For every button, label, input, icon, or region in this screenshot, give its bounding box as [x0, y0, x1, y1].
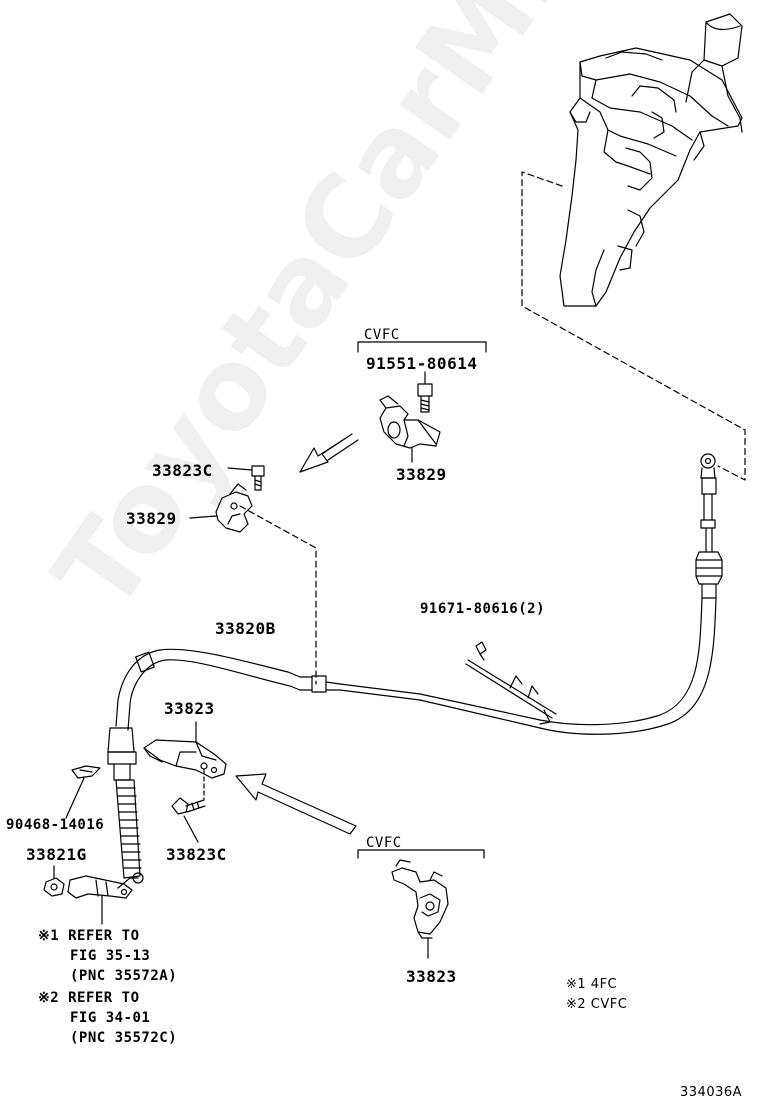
nut-end	[43, 877, 65, 897]
arrow-upper	[299, 433, 359, 473]
bolt-top	[417, 371, 433, 413]
part-number-bolt-mid: 33823C	[166, 845, 227, 864]
reference-note-1-line-3: (PNC 35572A)	[70, 968, 178, 984]
variant-label-bottom: CVFC	[366, 835, 402, 851]
projection-line-bracket	[239, 505, 317, 685]
reference-note-2-line-2: FIG 34-01	[70, 1010, 151, 1026]
part-number-cable: 33820B	[215, 619, 276, 638]
figure-id: 334036A	[680, 1085, 743, 1100]
cable-end-clamp	[67, 875, 139, 899]
bracket-top	[357, 341, 487, 449]
retainer-bottom	[357, 849, 485, 939]
transmission-control-cable	[107, 597, 717, 884]
part-number-retainer-mid: 33823	[164, 699, 215, 718]
reference-note-1-line-2: FIG 35-13	[70, 948, 151, 964]
reference-note-1-line-1: ※1 REFER TO	[38, 928, 140, 944]
part-number-clip-pair: 91671-80616(2)	[420, 601, 546, 617]
part-number-clip-small: 90468-14016	[6, 817, 105, 833]
variant-label-top: CVFC	[364, 327, 400, 343]
part-number-bolt-top: 91551-80614	[366, 354, 478, 373]
retainer-mid	[143, 739, 227, 779]
clip-small	[71, 765, 101, 779]
cable-clip-pair	[465, 641, 557, 725]
bolt-mid	[171, 797, 206, 815]
variant-note-1: ※1 4FC	[566, 977, 618, 992]
part-number-retainer-bottom: 33823	[406, 967, 457, 986]
arrow-lower	[235, 773, 357, 835]
shift-lever-assembly	[559, 13, 743, 307]
cable-boot	[115, 779, 142, 879]
bracket-left	[215, 483, 253, 533]
reference-note-2-line-1: ※2 REFER TO	[38, 990, 140, 1006]
leader-bolt-mid	[183, 815, 199, 843]
part-number-bolt-left: 33823C	[152, 461, 213, 480]
bolt-left	[251, 465, 265, 491]
part-number-nut-end: 33821G	[26, 845, 87, 864]
leader-bracket-left	[189, 515, 217, 519]
projection-line-lever	[521, 171, 746, 481]
part-number-bracket-left: 33829	[126, 509, 177, 528]
leader-bolt-left	[227, 467, 253, 471]
cable-shifter-end	[695, 453, 723, 599]
variant-note-2: ※2 CVFC	[566, 997, 628, 1012]
leader-clip-small	[65, 777, 85, 819]
part-number-bracket-top: 33829	[396, 465, 447, 484]
reference-note-2-line-3: (PNC 35572C)	[70, 1030, 178, 1046]
